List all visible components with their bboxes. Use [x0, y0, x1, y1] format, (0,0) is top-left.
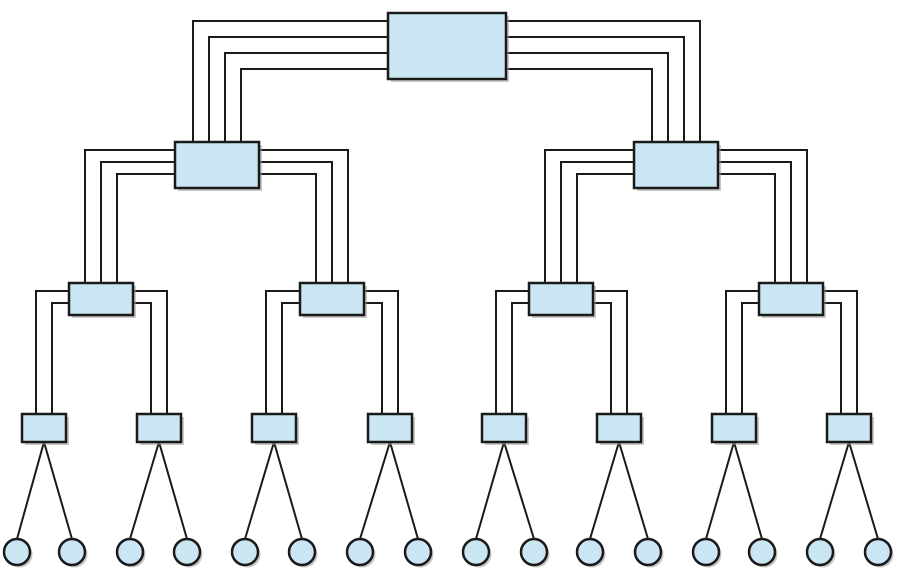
- leaf-link-11: [618, 441, 649, 540]
- link-l2-s3-c6-w0: [725, 290, 759, 414]
- leaf-link-0: [16, 441, 45, 540]
- leaf-link-2: [129, 441, 160, 540]
- leaf-link-8: [475, 441, 505, 540]
- switch-node-l1-0: [173, 140, 261, 190]
- leaf-node-8: [461, 537, 491, 567]
- link-l2-s0-c0-w0: [35, 290, 69, 414]
- link-l1-s1-c2-w1: [560, 161, 634, 283]
- leaf-node-9: [519, 537, 549, 567]
- leaf-node-15: [863, 537, 893, 567]
- leaf-link-14: [819, 441, 850, 540]
- switch-node-l3-6: [710, 412, 758, 444]
- leaf-node-6: [345, 537, 375, 567]
- leaf-node-3: [172, 537, 202, 567]
- link-l0-s0-c0-w3: [240, 68, 388, 142]
- switch-node-l3-7: [825, 412, 873, 444]
- link-l2-s1-c3-w1: [364, 302, 383, 414]
- link-l2-s0-c1-w1: [133, 302, 152, 414]
- link-l2-s1-c2-w1: [281, 302, 300, 414]
- leaf-node-14: [805, 537, 835, 567]
- leaf-link-13: [733, 441, 763, 540]
- switch-node-l3-3: [366, 412, 414, 444]
- link-l2-s3-c7-w0: [823, 290, 858, 414]
- link-l0-s0-c1-w3: [506, 68, 653, 142]
- switch-node-l2-3: [757, 281, 825, 317]
- leaf-link-15: [848, 441, 879, 540]
- switch-layer: [20, 11, 874, 445]
- switch-node-l3-0: [20, 412, 68, 444]
- link-l2-s2-c4-w0: [495, 290, 529, 414]
- switch-node-l2-2: [527, 281, 595, 317]
- link-l1-s0-c0-w2: [116, 173, 175, 283]
- link-l1-s0-c0-w1: [100, 161, 175, 283]
- link-l1-s0-c1-w1: [259, 161, 333, 283]
- link-l0-s0-c1-w1: [506, 36, 685, 142]
- leaf-node-12: [691, 537, 721, 567]
- leaf-node-1: [57, 537, 87, 567]
- link-l2-s3-c7-w1: [823, 302, 842, 414]
- leaf-node-5: [287, 537, 317, 567]
- leaf-layer: [2, 537, 894, 568]
- leaf-link-10: [589, 441, 620, 540]
- link-l1-s0-c1-w0: [259, 149, 349, 283]
- leaf-link-3: [158, 441, 188, 540]
- leaf-link-7: [389, 441, 419, 540]
- leaf-node-4: [230, 537, 260, 567]
- link-l2-s2-c4-w1: [511, 302, 529, 414]
- switch-node-l0-0: [386, 11, 508, 81]
- switch-node-l3-5: [595, 412, 643, 444]
- leaf-node-2: [115, 537, 145, 567]
- leaf-node-13: [747, 537, 777, 567]
- leaf-link-1: [43, 441, 73, 540]
- link-l1-s0-c1-w2: [259, 173, 317, 283]
- links-layer: [16, 20, 879, 540]
- link-l2-s0-c1-w0: [133, 290, 168, 414]
- leaf-link-4: [244, 441, 275, 540]
- link-l1-s1-c3-w2: [718, 173, 776, 283]
- link-l2-s2-c5-w1: [593, 302, 612, 414]
- link-l0-s0-c0-w1: [208, 36, 388, 142]
- switch-node-l2-0: [67, 281, 135, 317]
- leaf-node-10: [575, 537, 605, 567]
- link-l2-s1-c2-w0: [265, 290, 300, 414]
- link-l0-s0-c1-w2: [506, 52, 669, 142]
- leaf-link-5: [273, 441, 303, 540]
- link-l1-s1-c2-w0: [544, 149, 634, 283]
- link-l0-s0-c0-w0: [192, 20, 388, 142]
- switch-node-l3-2: [250, 412, 298, 444]
- leaf-link-6: [359, 441, 391, 540]
- link-l2-s0-c0-w1: [51, 302, 69, 414]
- switch-node-l3-4: [480, 412, 528, 444]
- link-l2-s3-c6-w1: [741, 302, 759, 414]
- switch-node-l1-1: [632, 140, 720, 190]
- link-l2-s1-c3-w0: [364, 290, 399, 414]
- link-l1-s0-c0-w0: [84, 149, 175, 283]
- leaf-node-0: [2, 537, 32, 567]
- switch-node-l3-1: [135, 412, 183, 444]
- link-l0-s0-c0-w2: [224, 52, 388, 142]
- link-l2-s2-c5-w0: [593, 290, 628, 414]
- link-l1-s1-c3-w0: [718, 149, 808, 283]
- switch-node-l2-1: [298, 281, 366, 317]
- leaf-node-7: [403, 537, 433, 567]
- leaf-link-12: [705, 441, 735, 540]
- link-l1-s1-c3-w1: [718, 161, 792, 283]
- link-l1-s1-c2-w2: [576, 173, 634, 283]
- leaf-link-9: [503, 441, 535, 540]
- leaf-node-11: [633, 537, 663, 567]
- link-l0-s0-c1-w0: [506, 20, 701, 142]
